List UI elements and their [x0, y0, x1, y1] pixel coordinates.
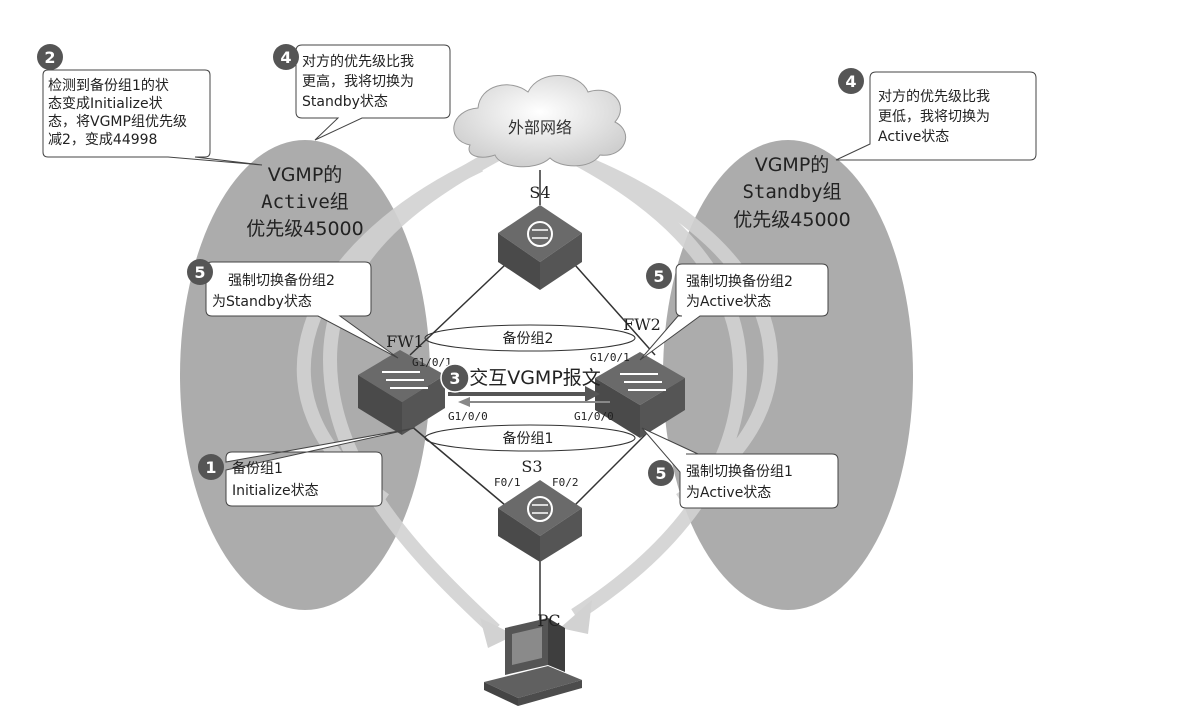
- callout-line: 更低，我将切换为: [878, 108, 990, 125]
- s4-label: S4: [529, 183, 550, 202]
- fw2-port-up: G1/0/1: [590, 351, 630, 364]
- external-network-cloud: 外部网络: [453, 75, 627, 168]
- step-badge: [187, 259, 213, 285]
- callout-5-fw2-group2: 5 强制切换备份组2 为Active状态: [639, 263, 829, 361]
- switch-arrows-icon: [527, 496, 553, 522]
- step-number: 2: [44, 48, 55, 67]
- right-group-line3: 优先级45000: [733, 209, 850, 231]
- exchange-label: 交互VGMP报文: [469, 367, 601, 389]
- step-badge: [838, 68, 864, 94]
- switch-arrows-icon: [527, 221, 553, 247]
- step-badge: [648, 460, 674, 486]
- callout-line: 强制切换备份组2: [228, 272, 335, 289]
- step-number: 5: [655, 464, 666, 483]
- callout-line: 态变成Initialize状: [48, 96, 163, 112]
- step-number: 4: [845, 72, 856, 91]
- step-badge: [37, 44, 63, 70]
- callout-line: 强制切换备份组2: [686, 273, 793, 290]
- pc-computer[interactable]: [484, 618, 582, 706]
- callout-line: 对方的优先级比我: [302, 54, 414, 70]
- callout-line: 备份组1: [232, 460, 283, 477]
- callout-line: Active状态: [878, 129, 949, 145]
- s3-label: S3: [521, 457, 542, 476]
- left-group-line2: Active组: [261, 191, 349, 213]
- backup-group2-label: 备份组2: [503, 330, 554, 347]
- callout-2: 2 检测到备份组1的状 态变成Initialize状 态，将VGMP组优先级 减…: [37, 44, 263, 166]
- callout-5-fw2-group1: 5 强制切换备份组1 为Active状态: [641, 427, 839, 509]
- step-badge: [273, 44, 299, 70]
- step-number: 5: [653, 267, 664, 286]
- s3-port-left: F0/1: [494, 476, 521, 489]
- flow-arrowhead-left: [480, 618, 515, 648]
- callout-line: 对方的优先级比我: [878, 89, 990, 105]
- right-group-line1: VGMP的: [755, 154, 830, 176]
- backup-group2-ring: [424, 324, 636, 352]
- fw2-port-down: G1/0/0: [574, 410, 614, 423]
- callout-line: 为Standby状态: [212, 294, 312, 310]
- pc-label: PC: [537, 611, 560, 630]
- callout-line: Initialize状态: [232, 483, 319, 499]
- switch-s3[interactable]: [498, 480, 582, 562]
- callout-5-fw1-group2: 5 强制切换备份组2 为Standby状态: [187, 259, 399, 359]
- s3-port-right: F0/2: [552, 476, 579, 489]
- step-number: 1: [205, 458, 216, 477]
- step-badge: [198, 454, 224, 480]
- callout-line: 为Active状态: [686, 294, 771, 310]
- fw2-label: FW2: [623, 315, 661, 334]
- backup-group1-ring: [424, 424, 636, 452]
- fw1-label: FW1: [386, 332, 424, 351]
- fw1-port-down: G1/0/0: [448, 410, 488, 423]
- right-group-line2: Standby组: [742, 181, 841, 203]
- callout-4-right: 4 对方的优先级比我 更低，我将切换为 Active状态: [835, 68, 1037, 161]
- callout-4-left: 4 对方的优先级比我 更高，我将切换为 Standby状态: [273, 44, 451, 141]
- cloud-label: 外部网络: [508, 118, 572, 137]
- callout-line: 为Active状态: [686, 485, 771, 501]
- callout-line: 强制切换备份组1: [686, 463, 793, 480]
- vgmp-exchange-arrows: [448, 386, 610, 407]
- step-number: 3: [449, 369, 460, 388]
- switch-s4[interactable]: [498, 205, 582, 290]
- step-number: 4: [280, 48, 291, 67]
- flow-arrowhead-right: [560, 600, 592, 634]
- fw1-port-up: G1/0/1: [412, 356, 452, 369]
- step-number: 5: [194, 263, 205, 282]
- firewall-fw2[interactable]: [595, 352, 685, 438]
- firewall-icon: [620, 373, 666, 391]
- step-3-badge: 3: [440, 363, 470, 393]
- left-group-line3: 优先级45000: [246, 218, 363, 240]
- step-badge: [646, 263, 672, 289]
- callout-line: 检测到备份组1的状: [48, 77, 169, 94]
- firewall-icon: [382, 371, 428, 389]
- callout-line: 减2，变成44998: [48, 132, 157, 148]
- callout-line: 态，将VGMP组优先级: [48, 114, 187, 130]
- backup-group1-label: 备份组1: [503, 430, 554, 447]
- callout-line: 更高，我将切换为: [302, 73, 414, 90]
- callout-1: 1 备份组1 Initialize状态: [198, 427, 416, 507]
- left-group-line1: VGMP的: [268, 164, 343, 186]
- callout-line: Standby状态: [302, 94, 388, 110]
- firewall-fw1[interactable]: [358, 350, 445, 435]
